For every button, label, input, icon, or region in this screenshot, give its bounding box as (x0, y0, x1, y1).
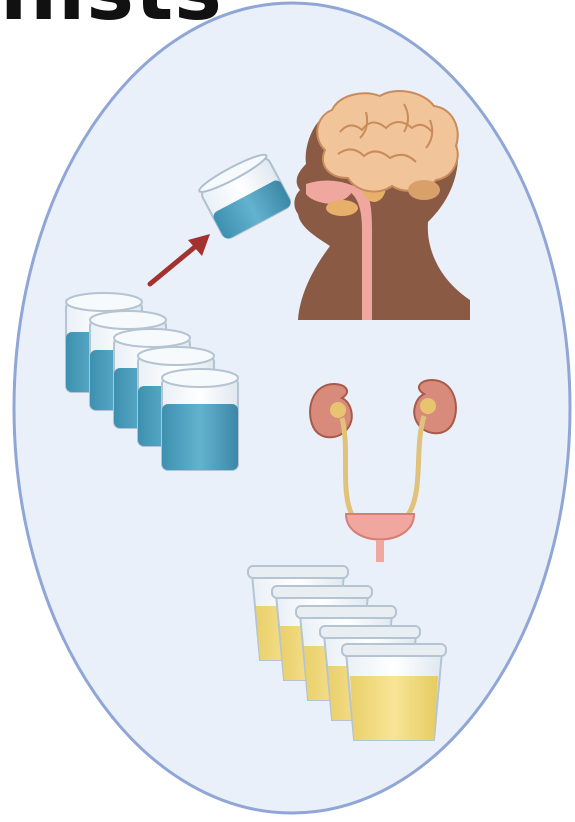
illustration-canvas (0, 0, 575, 822)
diagram: nists (0, 0, 575, 822)
